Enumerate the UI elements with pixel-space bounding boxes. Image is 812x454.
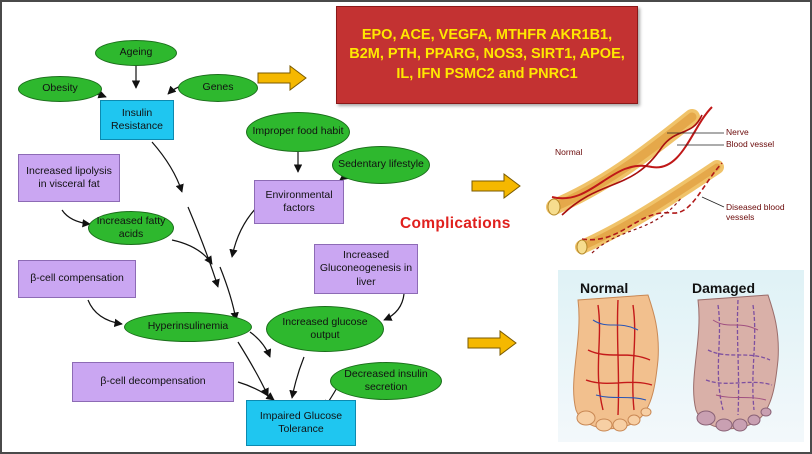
arrow-env-to-center <box>229 206 258 258</box>
accent-arrow-vessels <box>471 173 521 199</box>
gene-list-box: EPO, ACE, VEGFA, MTHFR AKR1B1, B2M, PTH,… <box>336 6 638 104</box>
normal-foot <box>573 294 659 432</box>
node-lipolysis-label: Increased lipolysis in visceral fat <box>26 164 112 190</box>
arrow-betadecomp-to-igt <box>237 381 275 401</box>
node-beta-decompensation: β-cell decompensation <box>72 362 234 402</box>
foot-label-damaged: Damaged <box>692 280 756 296</box>
vessel-label-nerve: Nerve <box>726 127 749 137</box>
node-fatty-acids: Increased fatty acids <box>88 211 174 245</box>
node-beta-compensation: β-cell compensation <box>18 260 136 298</box>
node-beta-compensation-label: β-cell compensation <box>30 272 124 285</box>
complications-label: Complications <box>400 215 511 232</box>
accent-arrow-feet <box>467 330 517 356</box>
node-gluconeogenesis: Increased Gluconeogenesis in liver <box>314 244 418 294</box>
arrow-gluco-to-output <box>383 293 405 321</box>
arrow-lipolysis-to-fatty <box>61 209 91 228</box>
nerve-vessel-illustration <box>546 106 725 255</box>
gene-list-text: EPO, ACE, VEGFA, MTHFR AKR1B1, B2M, PTH,… <box>349 27 625 82</box>
node-genes: Genes <box>178 74 258 102</box>
node-environmental: Environmental factors <box>254 180 344 224</box>
node-ageing: Ageing <box>95 40 177 66</box>
node-fatty-acids-label: Increased fatty acids <box>96 214 166 240</box>
node-glucose-output: Increased glucose output <box>266 306 384 352</box>
damaged-foot <box>693 294 779 432</box>
vessel-label-diseased: Diseased blood vessels <box>726 202 785 222</box>
arrow-center-down-2 <box>219 266 239 321</box>
node-beta-decompensation-label: β-cell decompensation <box>100 375 206 388</box>
vessel-label-normal: Normal <box>555 147 583 157</box>
foot-label-normal: Normal <box>580 280 629 296</box>
node-glucose-output-label: Increased glucose output <box>282 315 368 341</box>
normal-nerve-bundle <box>546 106 713 216</box>
accent-arrow-genes <box>257 65 307 91</box>
arrow-output-to-igt <box>289 356 305 399</box>
node-impaired-glucose-label: Impaired Glucose Tolerance <box>259 409 343 435</box>
arrow-center-down-1 <box>187 206 220 288</box>
node-sedentary-label: Sedentary lifestyle <box>338 158 424 171</box>
feet-illustration <box>558 270 804 442</box>
node-insulin-secretion: Decreased insulin secretion <box>330 362 442 400</box>
node-genes-label: Genes <box>202 81 234 94</box>
node-impaired-glucose: Impaired Glucose Tolerance <box>246 400 356 446</box>
node-sedentary: Sedentary lifestyle <box>332 146 430 184</box>
node-insulin-resistance-label: Insulin Resistance <box>111 106 163 132</box>
arrow-hyper-to-center <box>249 331 272 358</box>
arrow-ir-to-center <box>151 141 184 193</box>
diseased-nerve-bundle <box>575 160 724 255</box>
node-gluconeogenesis-label: Increased Gluconeogenesis in liver <box>319 249 413 288</box>
node-improper-food-label: Improper food habit <box>252 125 344 138</box>
node-hyperinsulinemia-label: Hyperinsulinemia <box>147 320 229 333</box>
arrow-betacomp-to-hyper <box>87 299 123 327</box>
node-obesity-label: Obesity <box>42 82 78 95</box>
vessel-label-blood-vessel: Blood vessel <box>726 139 775 149</box>
node-obesity: Obesity <box>18 76 102 102</box>
node-lipolysis: Increased lipolysis in visceral fat <box>18 154 120 202</box>
node-improper-food: Improper food habit <box>246 112 350 152</box>
node-insulin-resistance: Insulin Resistance <box>100 100 174 140</box>
node-environmental-label: Environmental factors <box>265 188 333 214</box>
node-hyperinsulinemia: Hyperinsulinemia <box>124 312 252 342</box>
node-ageing-label: Ageing <box>119 46 153 59</box>
node-insulin-secretion-label: Decreased insulin secretion <box>344 367 428 393</box>
